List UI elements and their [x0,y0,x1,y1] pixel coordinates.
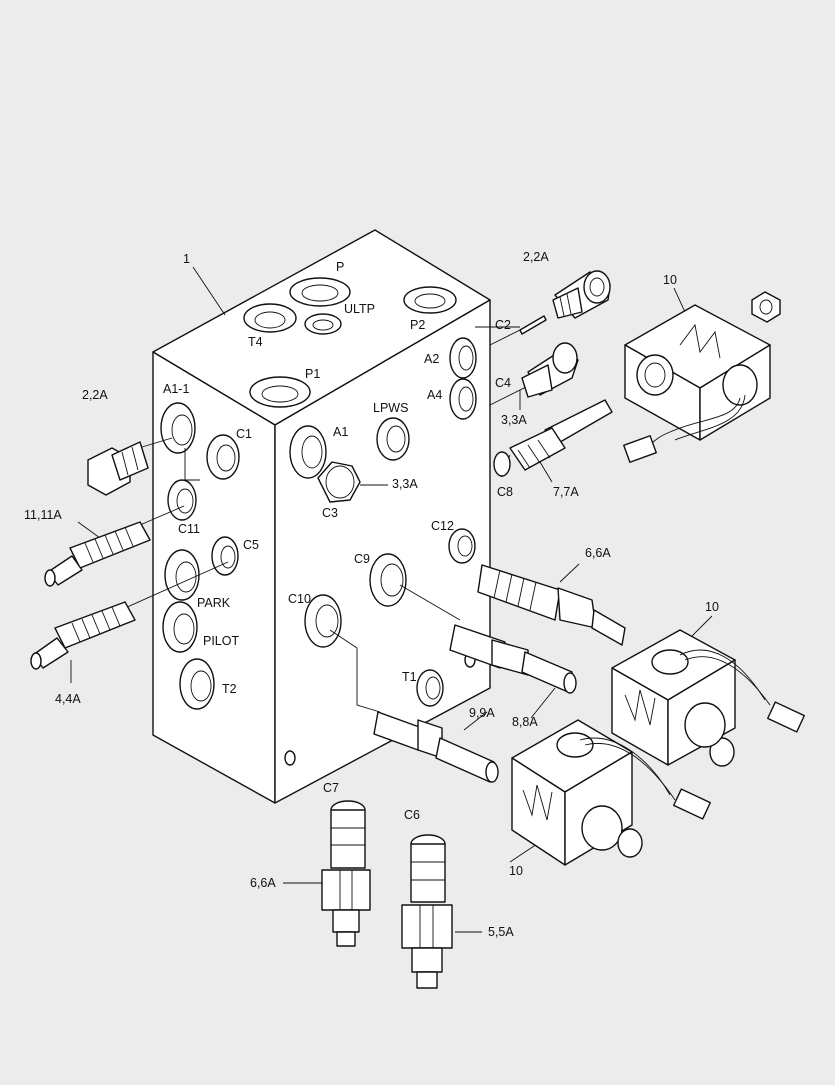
label-item-2-2a-left: 2,2A [82,388,108,402]
label-item-9-9a: 9,9A [469,706,495,720]
label-block-item: 1 [183,252,190,266]
label-item-5-5a: 5,5A [488,925,514,939]
c2-pin [519,315,547,335]
label-port-ultp: ULTP [344,302,375,316]
label-port-c2: C2 [495,318,511,332]
label-port-a1-1: A1-1 [163,382,189,396]
label-port-c7: C7 [323,781,339,795]
c3-plug [317,461,361,503]
plug-2-2a-left [87,441,149,496]
label-item-2-2a-top: 2,2A [523,250,549,264]
solenoid-coil-10-bottom [511,719,712,866]
label-port-t4: T4 [248,335,263,349]
label-port-p1: P1 [305,367,320,381]
label-port-park: PARK [197,596,231,610]
label-port-t1: T1 [402,670,417,684]
label-port-c3: C3 [322,506,338,520]
cartridge-6-6a-right [477,564,626,646]
label-port-c5: C5 [243,538,259,552]
label-item-3-3a-block: 3,3A [392,477,418,491]
label-port-p: P [336,260,344,274]
label-item-11-11a: 11,11A [24,508,62,522]
label-port-t2: T2 [222,682,237,696]
label-port-c11: C11 [178,522,200,536]
label-port-pilot: PILOT [203,634,239,648]
label-port-c1: C1 [236,427,252,441]
cartridge-3-3a-right [521,342,579,398]
cartridge-11-11a [44,521,151,587]
label-item-6-6a-right: 6,6A [585,546,611,560]
label-port-c9: C9 [354,552,370,566]
label-port-c4: C4 [495,376,511,390]
manifold-block [152,229,491,804]
label-item-8-8a: 8,8A [512,715,538,729]
label-port-c10: C10 [288,592,311,606]
label-item-10-top: 10 [663,273,677,287]
label-port-c12: C12 [431,519,454,533]
cartridge-6-6a-bottom [321,800,371,947]
valve-8-8a [449,624,577,694]
cartridge-4-4a [30,601,136,670]
cartridge-5-5a [401,834,453,989]
label-port-lpws: LPWS [373,401,408,415]
valve-9-9a [373,711,499,783]
valve-7-7a [493,399,613,477]
label-port-a1: A1 [333,425,348,439]
top-ports [243,277,457,408]
label-item-10-mid: 10 [705,600,719,614]
label-port-a4: A4 [427,388,442,402]
label-item-7-7a: 7,7A [553,485,579,499]
right-face-ports [284,337,477,766]
label-port-c8: C8 [497,485,513,499]
label-item-10-bottom: 10 [509,864,523,878]
label-port-a2: A2 [424,352,439,366]
label-port-c6: C6 [404,808,420,822]
relief-cartridge-2-2a-top [552,270,611,319]
solenoid-coil-10-mid [611,629,806,767]
label-item-4-4a: 4,4A [55,692,81,706]
label-item-6-6a-bottom: 6,6A [250,876,276,890]
label-item-3-3a-right: 3,3A [501,413,527,427]
solenoid-coil-10-top [623,291,781,463]
label-port-p2: P2 [410,318,425,332]
diagram-labels: 1 P ULTP T4 P2 P1 A2 A4 A1-1 C1 C11 C5 P… [24,250,719,939]
